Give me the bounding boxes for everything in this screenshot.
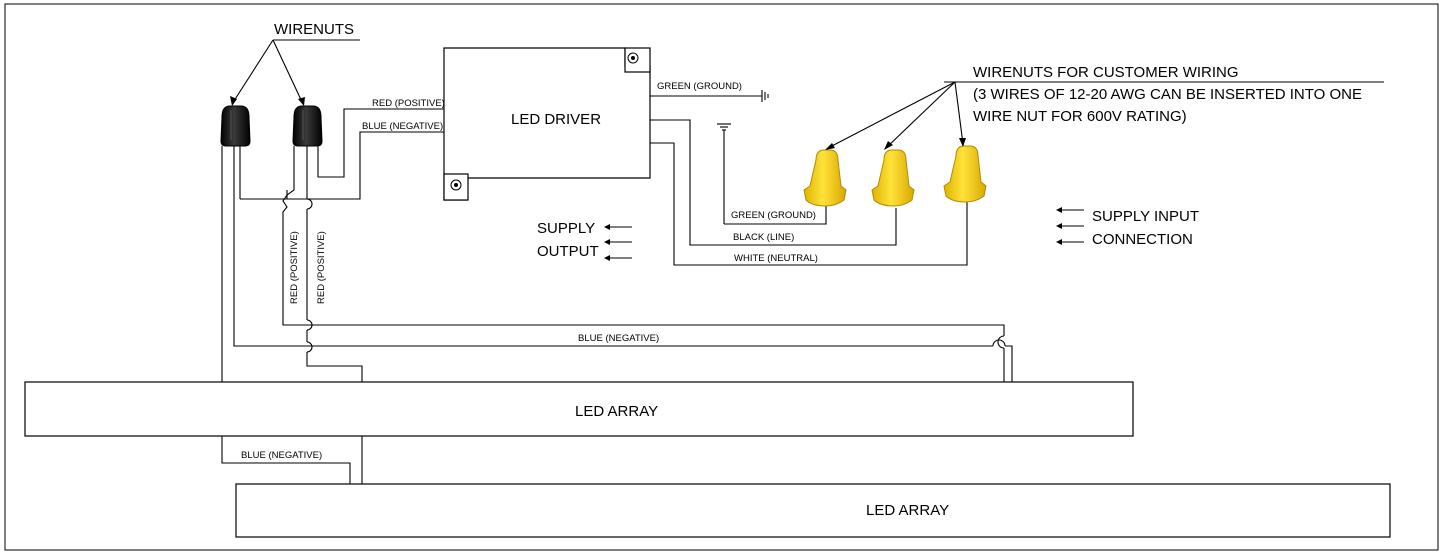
led-driver xyxy=(443,47,651,201)
white-neutral-wire xyxy=(650,142,968,266)
supply-input-label: SUPPLY INPUT xyxy=(1092,208,1199,225)
blue-negative-low-wire xyxy=(221,146,351,484)
led-array-top-label: LED ARRAY xyxy=(575,403,658,420)
led-driver-label: LED DRIVER xyxy=(511,111,601,128)
yellow-wire-nut-3 xyxy=(943,145,987,203)
supply-input-arrows xyxy=(1056,207,1084,245)
blue-negative-driver-wire xyxy=(286,131,444,200)
customer-wirenuts-line3: WIRE NUT FOR 600V RATING) xyxy=(973,108,1187,125)
red-positive-driver-label: RED (POSITIVE) xyxy=(372,98,445,109)
blue-negative-mid-label: BLUE (NEGATIVE) xyxy=(578,333,659,344)
customer-wirenuts-line1: WIRENUTS FOR CUSTOMER WIRING xyxy=(973,64,1239,81)
ground-symbol-input xyxy=(717,123,731,224)
red-positive-vertical-1-label: RED (POSITIVE) xyxy=(289,231,300,304)
green-ground-input-wire xyxy=(724,205,827,225)
customer-wirenuts-line2: (3 WIRES OF 12-20 AWG CAN BE INSERTED IN… xyxy=(973,86,1362,103)
white-neutral-label: WHITE (NEUTRAL) xyxy=(734,253,818,264)
blue-negative-mid-wire xyxy=(233,146,993,347)
blue-negative-driver-label: BLUE (NEGATIVE) xyxy=(362,121,443,132)
green-ground-input-label: GREEN (GROUND) xyxy=(731,210,816,221)
ground-symbol-driver xyxy=(761,90,769,102)
supply-label: SUPPLY xyxy=(537,220,595,237)
output-label: OUTPUT xyxy=(537,243,599,260)
led-array-top xyxy=(24,381,1134,437)
black-wire-nut-2 xyxy=(292,105,323,147)
led-array-bottom-label: LED ARRAY xyxy=(866,502,949,519)
frame-border xyxy=(4,3,1439,551)
yellow-wire-nut-1 xyxy=(803,149,847,207)
red-positive-vertical-1 xyxy=(282,146,1005,382)
wirenuts-arrows xyxy=(230,39,305,106)
red-positive-driver-wire xyxy=(317,108,444,178)
black-line-wire xyxy=(650,119,897,246)
connection-label: CONNECTION xyxy=(1092,231,1193,248)
black-wire-nut-1 xyxy=(220,105,251,147)
led-array-bottom xyxy=(235,483,1391,538)
supply-output-arrows xyxy=(604,224,632,261)
customer-wirenuts-arrows xyxy=(825,81,966,150)
wirenuts-label: WIRENUTS xyxy=(274,21,354,38)
red-positive-vertical-2-label: RED (POSITIVE) xyxy=(316,231,327,304)
black-line-label: BLACK (LINE) xyxy=(733,232,794,243)
yellow-wire-nut-2 xyxy=(871,149,915,207)
green-ground-driver-label: GREEN (GROUND) xyxy=(657,81,742,92)
blue-negative-low-label: BLUE (NEGATIVE) xyxy=(241,450,322,461)
